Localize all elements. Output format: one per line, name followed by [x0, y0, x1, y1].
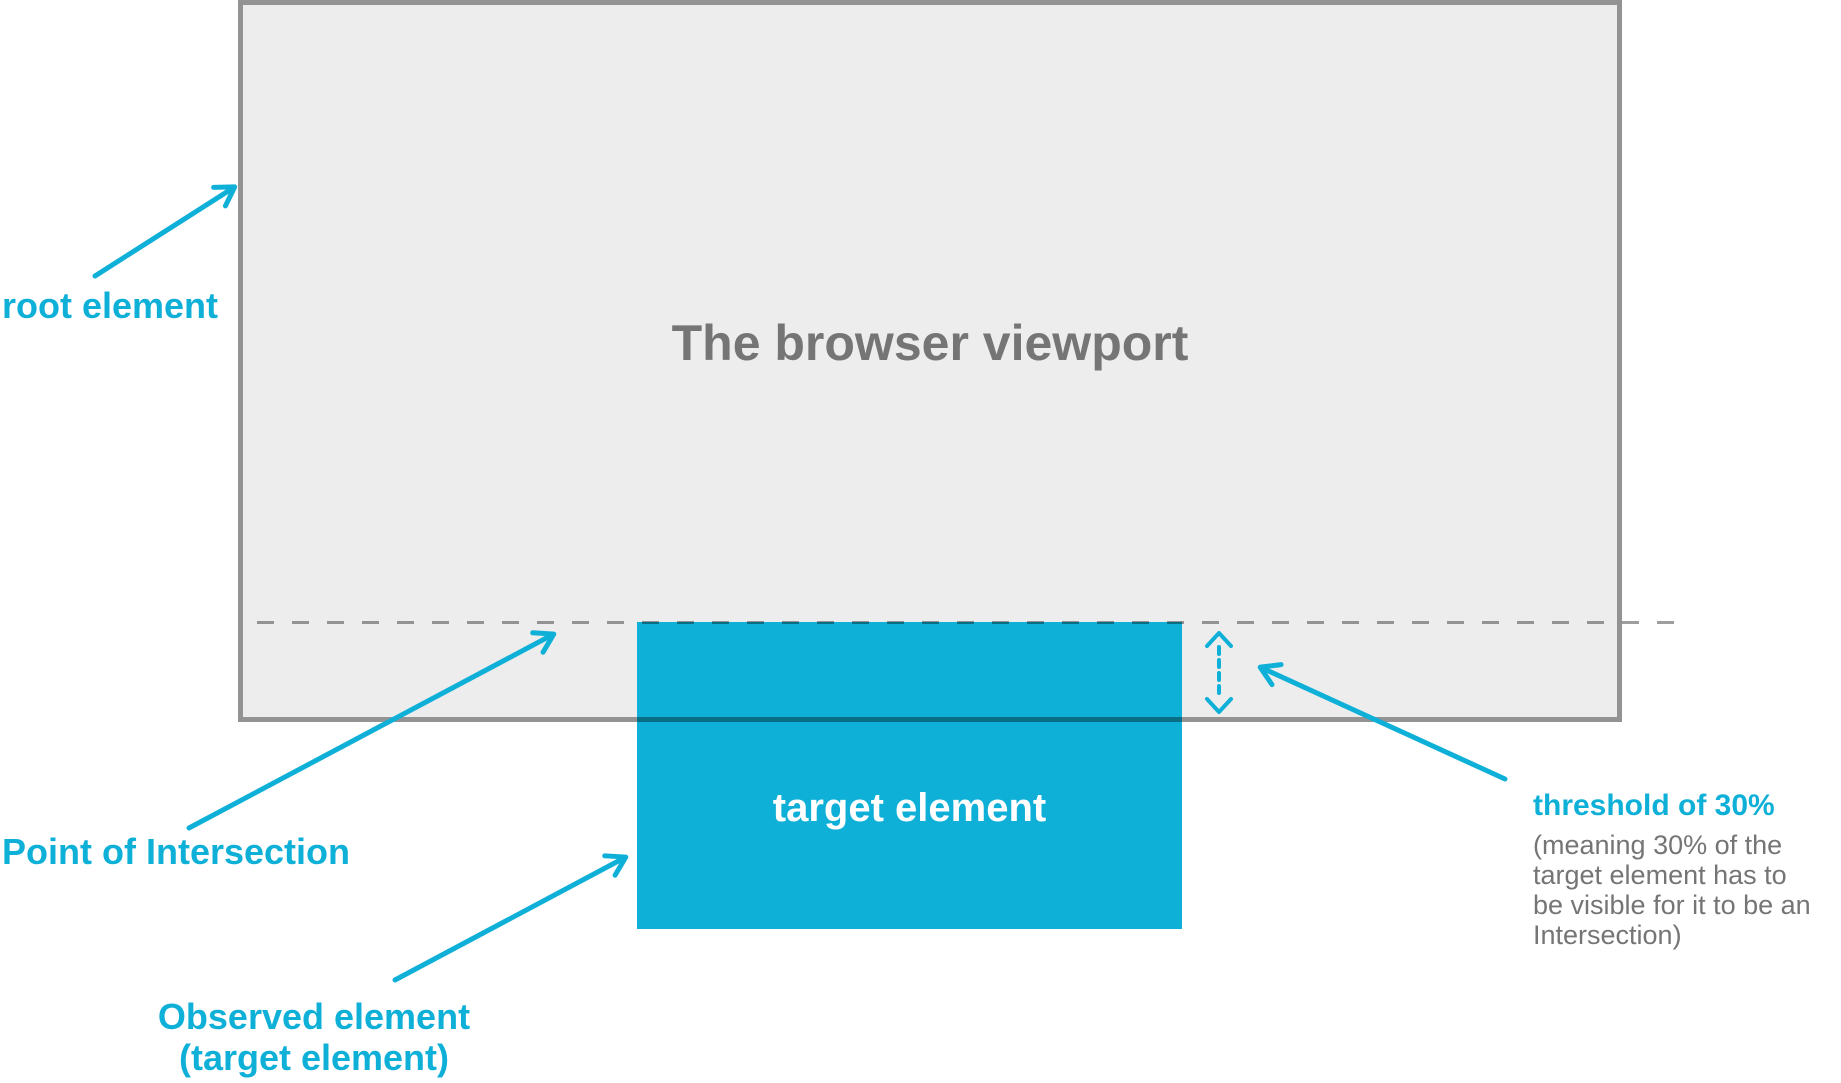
root-element-arrow — [92, 184, 238, 279]
browser-viewport-border — [238, 0, 1622, 722]
threshold-note: (meaning 30% of the target element has t… — [1533, 830, 1811, 950]
threshold-heading: threshold of 30% — [1533, 789, 1775, 822]
point-of-intersection-label: Point of Intersection — [2, 831, 351, 872]
observed-element-label: Observed element (target element) — [157, 996, 471, 1078]
browser-viewport-box — [238, 0, 1622, 722]
root-element-label: root element — [2, 285, 219, 326]
target-element-label: target element — [772, 786, 1047, 830]
intersection-dashed-line — [257, 621, 1676, 624]
observed-element-arrow — [392, 853, 629, 983]
viewport-title: The browser viewport — [671, 315, 1189, 371]
target-element-box — [637, 622, 1182, 929]
